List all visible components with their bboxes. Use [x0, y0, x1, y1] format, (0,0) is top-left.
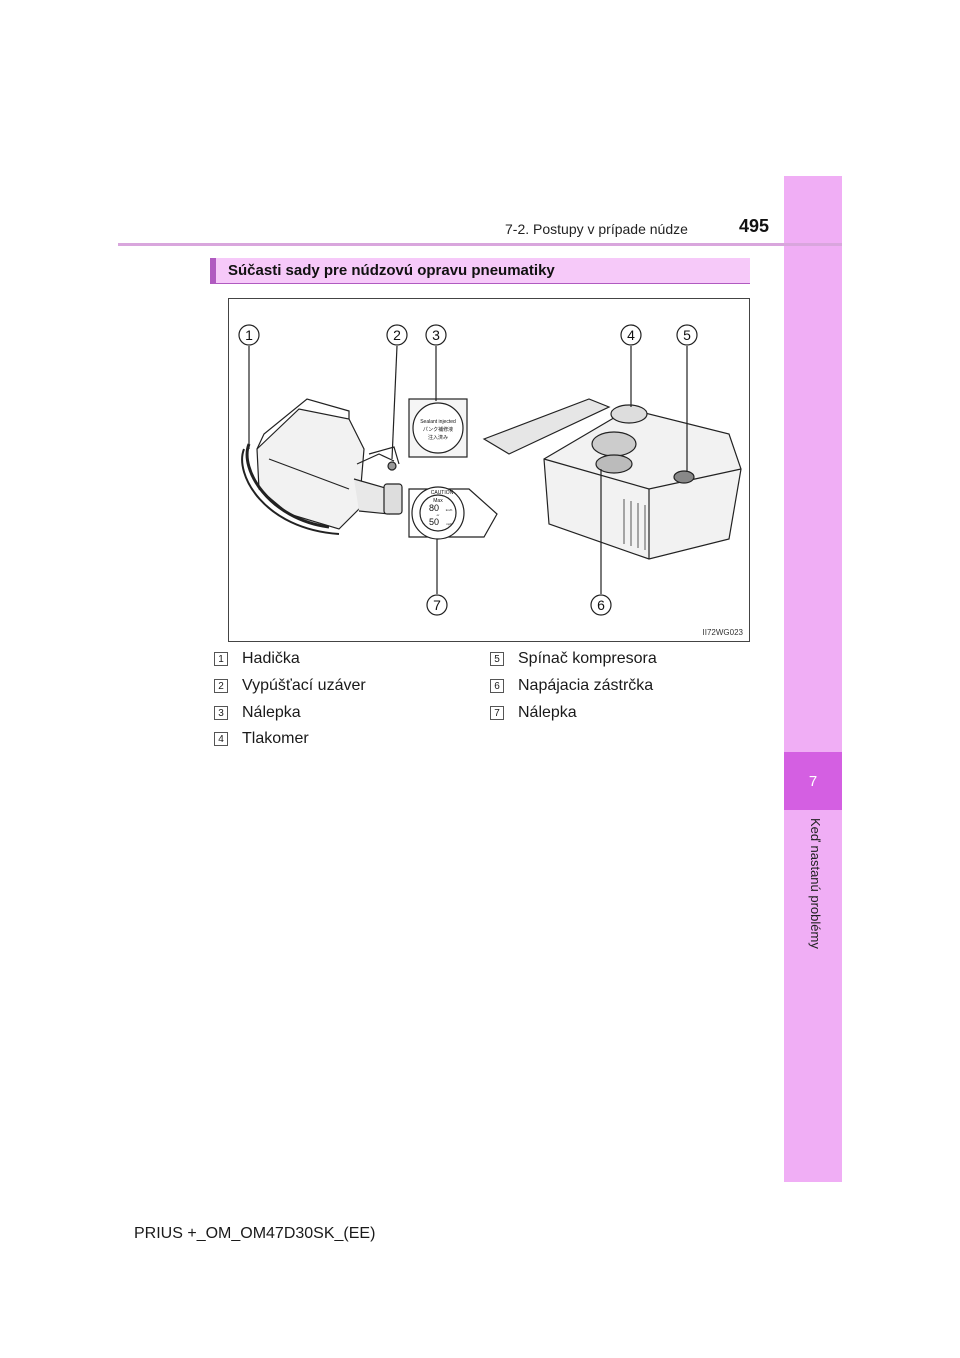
caution-sticker-top: CAUTION — [431, 490, 454, 496]
caution-sticker-drawing — [408, 486, 498, 540]
section-title-text: Súčasti sady pre núdzovú opravu pneumati… — [228, 262, 555, 279]
legend-text: Napájacia zástrčka — [518, 677, 654, 694]
page-number: 495 — [739, 216, 770, 236]
sealant-sticker-line-1: Sealant injected — [420, 419, 456, 425]
callout-3: 3 — [432, 327, 440, 343]
callout-5: 5 — [683, 327, 691, 343]
section-title: Súčasti sady pre núdzovú opravu pneumati… — [210, 258, 750, 284]
legend-number: 7 — [490, 706, 504, 720]
sealant-sticker-drawing — [408, 398, 468, 458]
callout-2: 2 — [393, 327, 401, 343]
legend-text: Vypúšťací uzáver — [242, 677, 366, 694]
legend-number: 3 — [214, 706, 228, 720]
compressor-drawing — [482, 398, 742, 560]
caution-sticker-speed-2-unit: mph — [446, 522, 452, 526]
caution-sticker-speed-1: 80 — [429, 503, 439, 513]
header-section: 7-2. Postupy v prípade núdze — [505, 221, 688, 237]
callout-7: 7 — [433, 597, 441, 613]
legend-number: 1 — [214, 652, 228, 666]
legend-text: Tlakomer — [242, 730, 309, 747]
caution-sticker-speed-1-unit: km/h — [446, 508, 453, 512]
callout-4: 4 — [627, 327, 635, 343]
sealant-sticker-line-3: 注入済み — [428, 434, 448, 441]
legend-number: 4 — [214, 732, 228, 746]
chapter-number: 7 — [784, 752, 842, 810]
callout-1: 1 — [245, 327, 253, 343]
repair-kit-illustration: 1 2 3 4 5 6 7 Sealant injected パンク補修液 注入… — [238, 324, 742, 616]
repair-kit-figure: 1 2 3 4 5 6 7 Sealant injected パンク補修液 注入… — [228, 298, 750, 642]
legend-text: Nálepka — [518, 704, 577, 721]
caution-sticker-speed-2: 50 — [429, 517, 439, 527]
legend-number: 5 — [490, 652, 504, 666]
callout-6: 6 — [597, 597, 605, 613]
legend-text: Nálepka — [242, 704, 301, 721]
caution-sticker-or: or — [437, 513, 440, 517]
legend-text: Hadička — [242, 650, 300, 667]
legend-number: 2 — [214, 679, 228, 693]
legend-text: Spínač kompresora — [518, 650, 657, 667]
sealant-sticker-line-2: パンク補修液 — [423, 426, 453, 433]
chapter-label: Keď nastanú problémy — [808, 818, 823, 949]
legend-number: 6 — [490, 679, 504, 693]
chapter-side-tab — [784, 176, 842, 1182]
figure-code: II72WG023 — [702, 628, 743, 637]
caution-sticker-max: Max — [433, 498, 443, 504]
sealant-bottle-drawing — [241, 398, 403, 535]
footer-doc-id: PRIUS +_OM_OM47D30SK_(EE) — [134, 1225, 376, 1242]
header-rule — [118, 243, 842, 246]
